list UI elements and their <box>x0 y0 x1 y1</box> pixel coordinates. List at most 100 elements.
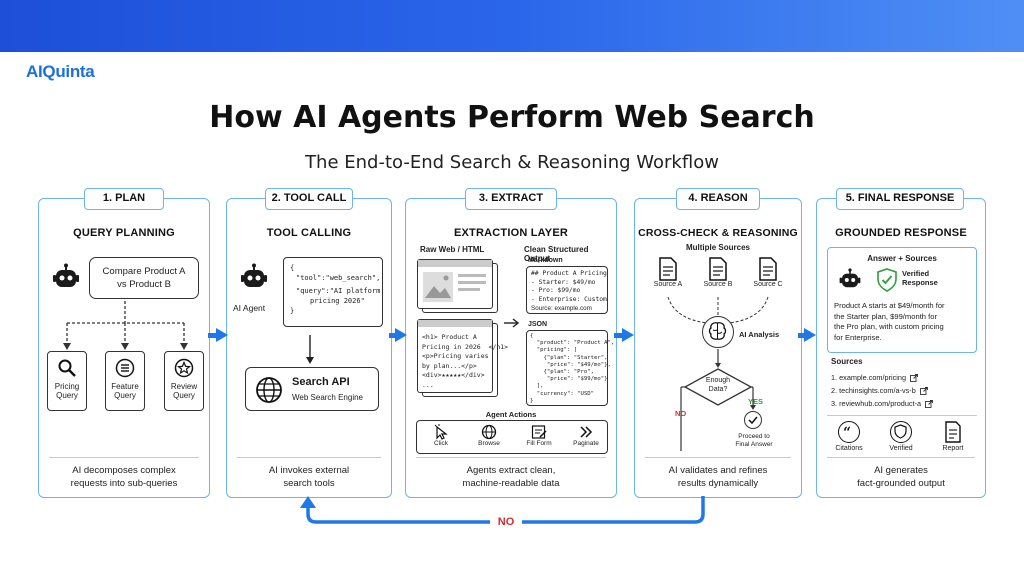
document-icon <box>944 421 962 443</box>
answer-text: Product A starts at $49/month for the St… <box>834 301 945 343</box>
json-line: { <box>530 333 534 339</box>
source-link-3-text[interactable]: 3. reviewhub.com/product-a <box>831 399 922 408</box>
agent-actions-bar: Click Browse Fill Form Paginate <box>416 420 608 454</box>
globe-icon <box>481 424 497 440</box>
action-paginate: Paginate <box>567 423 605 447</box>
agent-label: AI Agent <box>233 303 266 313</box>
answer-line: the Pro plan, with custom pricing <box>834 322 944 331</box>
proceed-line2: Final Answer <box>735 441 773 448</box>
verified-line2: Response <box>902 278 938 287</box>
step-tag-reason: 4. REASON <box>676 188 760 210</box>
no-label: NO <box>675 409 687 418</box>
action-fill-form-label: Fill Form <box>526 440 552 447</box>
source-b: Source B <box>701 257 735 288</box>
flow-arrow-head-3-4 <box>622 328 634 342</box>
markdown-source: Source: example.com <box>531 305 592 312</box>
markdown-label: Markdown <box>528 257 563 264</box>
badge-citations: “ Citations <box>829 421 869 452</box>
markdown-line: ## Product A Pricing <box>531 270 607 277</box>
json-line: ], <box>530 383 544 390</box>
json-line: "product": "Product A", <box>530 340 615 347</box>
document-icon <box>708 257 728 281</box>
sources-label: Multiple Sources <box>685 243 750 252</box>
bubble-line-1: Compare Product A <box>102 266 186 277</box>
yes-label: YES <box>748 397 764 406</box>
reason-panel: CROSS-CHECK & REASONING Multiple Sources… <box>634 198 802 498</box>
answer-line: the Starter plan, $99/month for <box>834 311 937 321</box>
robot-icon <box>239 263 269 293</box>
html-line: Pricing in 2026 </h1> <box>422 342 509 351</box>
json-line: {"plan": "Pro", <box>530 369 594 376</box>
checkmark-icon <box>744 411 762 429</box>
answer-card-label: Answer + Sources <box>867 254 937 263</box>
badge-citations-label: Citations <box>835 445 863 452</box>
request-bubble: Compare Product A vs Product B <box>89 257 199 299</box>
bubble-line-2: vs Product B <box>117 279 171 290</box>
extract-panel: EXTRACTION LAYER Raw Web / HTML Clean St… <box>405 198 617 498</box>
clean-output-label: Clean Structured Output <box>524 245 589 263</box>
step-tag-final-response: 5. FINAL RESPONSE <box>836 188 964 210</box>
badge-verified-label: Verified <box>889 445 913 452</box>
document-icon <box>758 257 778 281</box>
flow-arrow-3-4 <box>614 333 624 338</box>
flow-arrow-1-2 <box>208 333 218 338</box>
subquery-pricing-line1: Pricing <box>54 382 80 391</box>
markdown-line: - Starter: $49/mo <box>531 278 596 286</box>
answer-line: Product A starts at $49/month for <box>834 301 945 310</box>
globe-icon <box>254 375 284 405</box>
source-c: Source C <box>751 257 785 288</box>
page-subtitle: The End-to-End Search & Reasoning Workfl… <box>305 152 719 173</box>
document-icon <box>658 257 678 281</box>
markdown-line: - Enterprise: Custom <box>531 295 607 303</box>
source-link-2-text[interactable]: 2. techinsights.com/a-vs-b <box>831 386 916 395</box>
action-click-label: Click <box>433 440 449 447</box>
shield-check-icon <box>876 268 898 292</box>
ai-analysis-label: AI Analysis <box>739 330 780 339</box>
source-links: 1. example.com/pricing 2. techinsights.c… <box>831 371 933 410</box>
markdown-box: ## Product A Pricing - Starter: $49/mo -… <box>526 266 608 314</box>
action-paginate-label: Paginate <box>573 440 599 447</box>
source-link-3[interactable]: 3. reviewhub.com/product-a <box>831 397 933 410</box>
code-line: "query":"AI platform <box>296 287 381 295</box>
extract-footer-line1: Agents extract clean, <box>466 465 556 476</box>
star-icon <box>174 358 194 378</box>
code-line: { <box>290 264 295 272</box>
json-line: } <box>530 397 534 404</box>
plan-panel: QUERY PLANNING Compare Product A vs Prod… <box>38 198 210 498</box>
decision-line1: Enough <box>705 377 731 384</box>
sources-heading: Sources <box>831 357 863 366</box>
source-link-2[interactable]: 2. techinsights.com/a-vs-b <box>831 384 933 397</box>
extract-heading: EXTRACTION LAYER <box>453 227 569 239</box>
final-response-heading: GROUNDED RESPONSE <box>835 227 967 239</box>
answer-card: Answer + Sources Verified Response Produ… <box>827 247 977 353</box>
decision-text: Enough Data? <box>689 377 747 394</box>
flow-arrow-head-4-5 <box>804 328 816 342</box>
reasoning-flow-lines <box>667 296 769 451</box>
magnifier-icon <box>57 358 77 378</box>
html-line: ... <box>422 380 434 389</box>
shield-check-icon <box>890 421 912 443</box>
search-api-title: Search API <box>292 376 350 388</box>
plan-footer-line2: requests into sub-queries <box>70 478 178 489</box>
robot-icon <box>838 268 862 292</box>
reason-heading: CROSS-CHECK & REASONING <box>638 227 798 239</box>
json-label: JSON <box>528 321 548 328</box>
plan-heading: QUERY PLANNING <box>73 227 175 239</box>
raw-web-label: Raw Web / HTML <box>420 245 485 254</box>
step-tag-plan: 1. PLAN <box>84 188 164 210</box>
html-source: <h1> Product A Pricing in 2026 </h1> <p>… <box>417 319 509 393</box>
reason-footer: AI validates and refines results dynamic… <box>645 457 791 490</box>
proceed-text: Proceed to Final Answer <box>727 433 781 449</box>
source-link-1-text[interactable]: 1. example.com/pricing <box>831 373 907 382</box>
code-line: "tool":"web_search", <box>296 274 381 282</box>
source-link-1[interactable]: 1. example.com/pricing <box>831 371 933 384</box>
tool-call-heading: TOOL CALLING <box>266 227 352 239</box>
extract-footer: Agents extract clean, machine-readable d… <box>416 457 606 490</box>
final-response-footer-line2: fact-grounded output <box>857 478 945 489</box>
badge-report: Report <box>933 421 973 452</box>
svg-text:“: “ <box>843 425 851 441</box>
brand-logo: AIQuinta <box>26 62 95 81</box>
tool-call-footer: AI invokes external search tools <box>237 457 381 490</box>
json-line: "currency": "USD" <box>530 390 594 397</box>
top-banner <box>0 0 1024 52</box>
